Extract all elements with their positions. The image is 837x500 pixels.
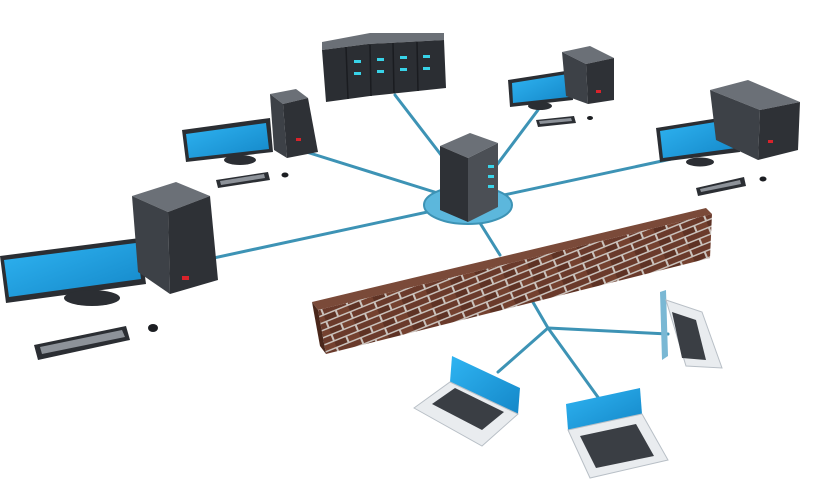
laptop-screen — [660, 290, 668, 360]
tower — [132, 182, 218, 294]
laptop-screen — [450, 356, 520, 414]
keyboard — [696, 176, 767, 196]
cable-to-laptop-left — [496, 326, 550, 374]
desktop-top-left — [182, 89, 318, 188]
firewall-face — [318, 214, 712, 354]
central-server — [440, 133, 498, 222]
rack-top — [322, 33, 444, 50]
tower — [710, 80, 800, 160]
tower — [270, 89, 318, 158]
keyboard — [536, 116, 593, 127]
desktop-left — [0, 182, 218, 360]
central-server-front — [440, 146, 468, 222]
laptop-keyboard — [432, 388, 504, 430]
laptop-keyboard — [580, 424, 654, 468]
firewall — [312, 208, 712, 354]
cable-to-laptop-right — [546, 326, 670, 336]
desktop-top-right — [508, 46, 614, 127]
central-server-leds — [488, 165, 494, 188]
cable-to-desktop-top-left — [298, 148, 462, 202]
laptop-right — [660, 290, 723, 369]
firewall-top — [312, 208, 712, 310]
laptop-left — [413, 356, 520, 447]
laptop-middle — [566, 388, 669, 479]
laptop-screen — [566, 388, 642, 430]
monitor — [0, 238, 146, 306]
cable-to-desktop-left — [193, 203, 462, 264]
laptop-keyboard — [672, 312, 706, 360]
monitor — [508, 70, 573, 110]
keyboard — [34, 324, 158, 360]
central-server-side — [468, 143, 498, 222]
rack-server — [322, 33, 446, 102]
firewall-end — [312, 302, 326, 354]
cable-to-laptop-middle — [546, 326, 602, 402]
rack-leds — [354, 55, 430, 75]
cable-to-desktop-right — [488, 153, 692, 200]
monitor — [182, 118, 273, 165]
desktop-right — [656, 80, 800, 196]
central-server-top — [440, 133, 498, 158]
keyboard — [216, 172, 289, 188]
tower — [562, 46, 614, 104]
